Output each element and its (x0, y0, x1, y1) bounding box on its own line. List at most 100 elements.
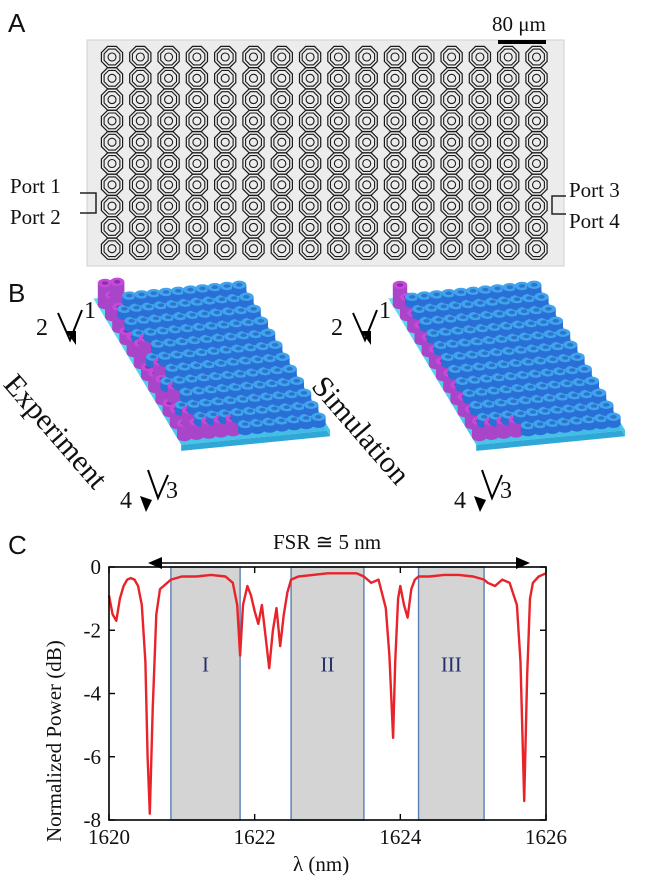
lattice-ring (355, 237, 378, 260)
plot-base-edge (476, 430, 626, 451)
ring (275, 352, 290, 368)
panel-c-letter: C (8, 530, 27, 560)
simulation-port-4: 4 (454, 488, 466, 514)
band-rect (170, 566, 241, 821)
lattice-ring (497, 237, 520, 260)
simulation-port-3: 3 (500, 478, 512, 504)
ring (502, 283, 517, 299)
ring (594, 413, 609, 430)
lattice-ring (129, 237, 152, 260)
x-axis-label: λ (nm) (293, 852, 350, 876)
simulation-port-1: 1 (379, 298, 391, 324)
y-tick-label: -8 (84, 808, 102, 832)
ring (233, 369, 248, 385)
ring (534, 292, 549, 308)
ring (260, 328, 276, 344)
lattice-ring (468, 237, 492, 260)
ring (216, 383, 231, 400)
simulation-input-arrow (352, 309, 378, 345)
spectrum-series (107, 572, 547, 815)
panel-a-letter: A (8, 8, 26, 38)
band-label: I (202, 652, 209, 676)
panel-b-3d-plots (57, 277, 626, 512)
lattice-ring (327, 237, 350, 260)
ring (446, 339, 461, 355)
ring (511, 383, 526, 400)
ring (570, 352, 585, 368)
experiment-3d-plot (93, 277, 331, 451)
y-axis-ticks: 0 -2 -4 -6 -8 (84, 555, 546, 832)
y-tick-label: -6 (84, 745, 102, 769)
simulation-output-arrow (474, 469, 503, 512)
ring-lattice (100, 45, 548, 260)
scale-bar-label: 80 μm (492, 12, 546, 36)
lattice-ring (383, 237, 407, 260)
x-tick-label: 1620 (88, 825, 130, 849)
ring (282, 364, 297, 380)
x-tick-label: 1624 (379, 825, 422, 849)
lattice-ring (525, 237, 548, 260)
ring (304, 400, 319, 416)
experiment-port-3: 3 (166, 478, 178, 504)
experiment-port-1: 1 (84, 298, 96, 324)
ring (248, 329, 263, 346)
x-tick-label: 1622 (234, 825, 276, 849)
lattice-ring (497, 173, 520, 196)
band-regions (170, 566, 485, 821)
ring (239, 292, 254, 308)
port-2-label: Port 2 (10, 205, 61, 229)
lattice-ring (185, 237, 209, 260)
x-axis-ticks: 1620 1622 1624 1626 (88, 567, 567, 849)
ring (219, 281, 235, 298)
plot-base-edge (181, 430, 331, 451)
y-tick-label: 0 (91, 555, 102, 579)
x-tick-label: 1626 (525, 825, 567, 849)
band-rect (417, 566, 485, 821)
port-4-label: Port 4 (569, 209, 620, 233)
experiment-port-4: 4 (120, 488, 132, 514)
simulation-port-2: 2 (331, 315, 343, 341)
port-1-label: Port 1 (10, 174, 61, 198)
ring (599, 400, 614, 416)
ring (311, 412, 326, 428)
ring (606, 412, 621, 428)
panel-b-letter: B (8, 278, 26, 308)
fsr-label: FSR ≅ 5 nm (273, 530, 382, 554)
port-3-4-waveguide (551, 195, 566, 215)
ring (240, 381, 256, 397)
ring (163, 338, 178, 354)
lattice-ring (440, 237, 463, 260)
spectrum-line (107, 572, 547, 815)
ring (289, 376, 304, 392)
ring (451, 326, 466, 342)
lattice-micrograph (80, 39, 566, 267)
port-1-2-waveguide (80, 192, 97, 214)
fsr-arrow (148, 557, 530, 569)
band-label: III (441, 652, 462, 676)
band-rect (290, 566, 365, 821)
lattice-ring (214, 237, 237, 260)
lattice-ring (412, 237, 435, 260)
ring (296, 388, 312, 404)
ring (286, 415, 302, 431)
lattice-ring (157, 237, 180, 260)
ring (541, 304, 556, 320)
experiment-port-2: 2 (36, 315, 48, 341)
lattice-ring (100, 237, 124, 260)
lattice-ring (270, 237, 293, 260)
ring (478, 285, 493, 301)
ring (490, 284, 505, 300)
port-3-label: Port 3 (569, 178, 620, 202)
experiment-output-arrow (140, 469, 169, 512)
y-tick-label: -4 (84, 682, 102, 706)
experiment-input-arrow (57, 309, 83, 345)
band-label: II (321, 652, 335, 676)
simulation-3d-plot (388, 280, 626, 451)
ring (527, 280, 542, 296)
lattice-ring (298, 237, 322, 260)
y-tick-label: -2 (84, 618, 102, 642)
y-axis-label: Normalized Power (dB) (42, 640, 66, 842)
ring (122, 291, 137, 307)
